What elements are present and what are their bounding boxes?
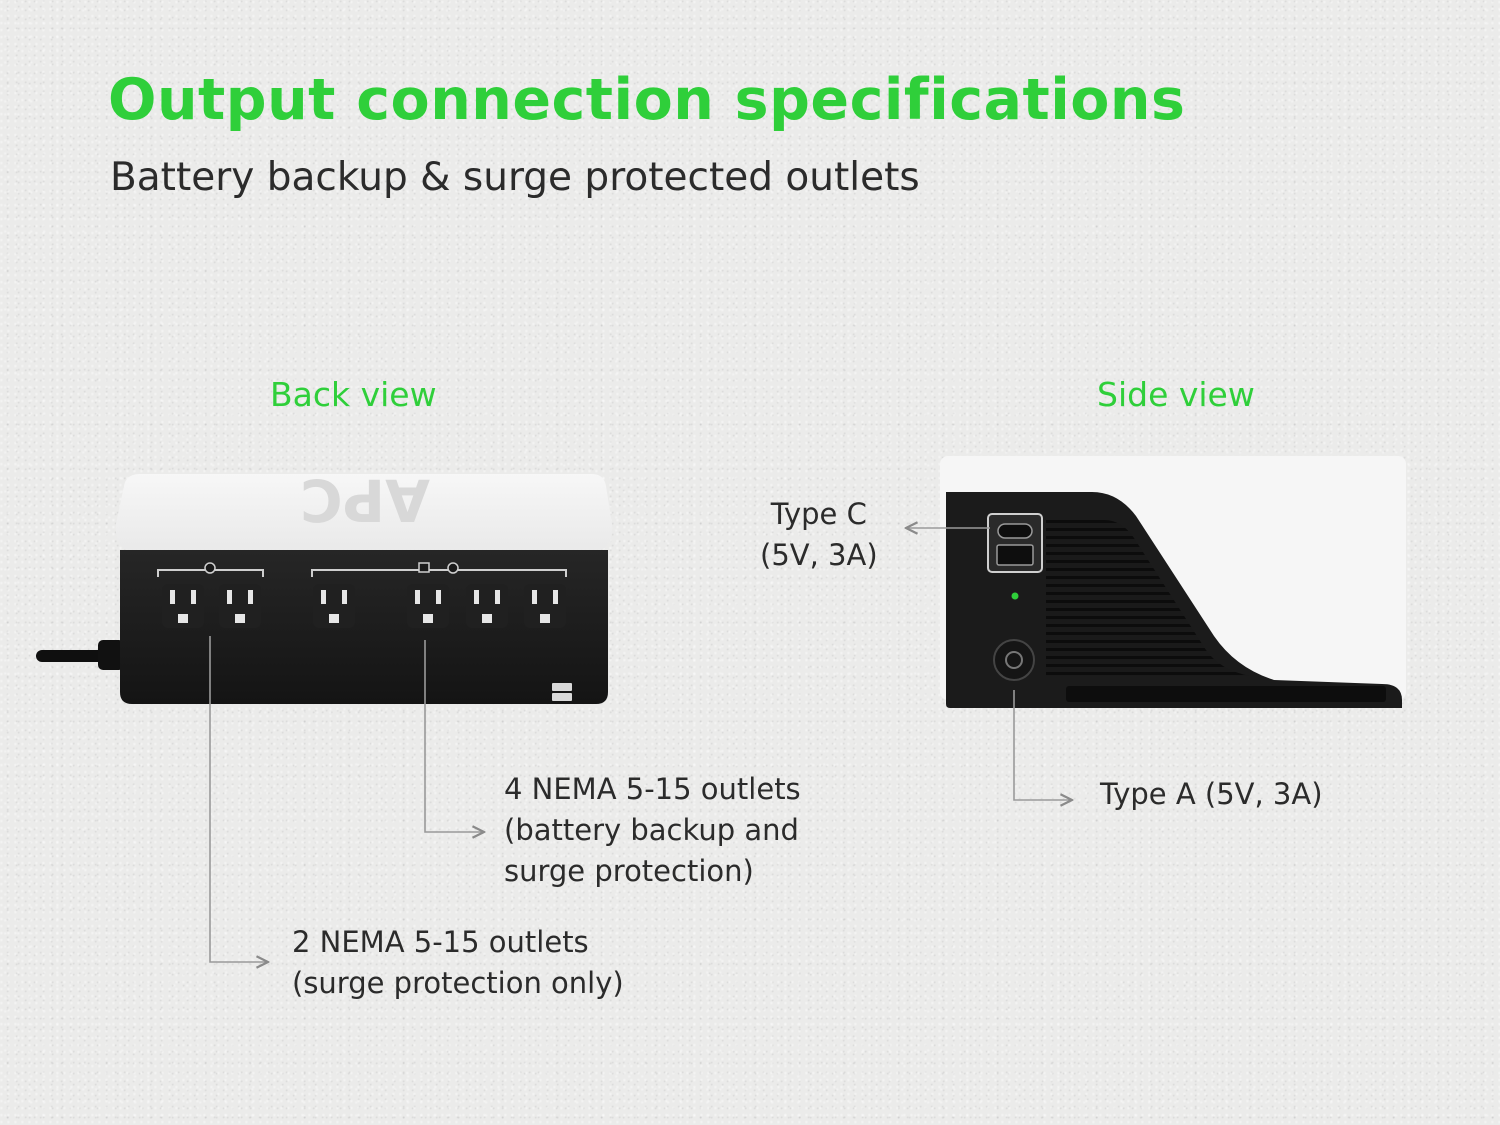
battery-outlet-bracket: [311, 569, 567, 577]
side-vent-grille: [1046, 520, 1250, 676]
side-bottom-foot: [1066, 686, 1386, 702]
surge-symbol-icon: [447, 562, 459, 574]
usb-a-port-icon: [552, 683, 572, 691]
power-button-icon: [993, 639, 1035, 681]
battery-symbol-icon: [418, 562, 430, 573]
callout-battery-line3: surge protection): [504, 854, 754, 888]
surge-symbol-icon: [204, 562, 216, 574]
page-title: Output connection specifications: [108, 67, 1186, 133]
callout-type-a: Type A (5V, 3A): [1100, 774, 1323, 815]
outlet-battery-1: [313, 584, 355, 628]
leader-lines: [209, 528, 1072, 962]
outlet-battery-3: [466, 584, 508, 628]
arrow-right-icon: [1013, 690, 1072, 800]
arrow-right-icon: [424, 640, 484, 832]
usb-a-port-icon: [996, 544, 1034, 566]
callout-type-a-line1: Type A (5V, 3A): [1100, 777, 1323, 811]
outlet-surge-1: [162, 584, 204, 628]
device-top-cover: [115, 474, 613, 552]
callout-type-c-line2: (5V, 3A): [760, 538, 878, 572]
callout-surge-line1: 2 NEMA 5-15 outlets: [292, 925, 589, 959]
callout-type-c: Type C (5V, 3A): [760, 494, 878, 576]
side-view-device: [940, 456, 1406, 708]
callout-type-c-line1: Type C: [770, 497, 867, 531]
usb-a-port-icon: [552, 693, 572, 701]
back-view-device: APC: [36, 466, 613, 704]
outlet-surge-2: [219, 584, 261, 628]
back-view-label: Back view: [270, 375, 437, 414]
arrow-right-icon: [209, 636, 268, 962]
side-view-label: Side view: [1097, 375, 1255, 414]
page-subtitle: Battery backup & surge protected outlets: [110, 155, 920, 200]
cord-strain-relief: [98, 640, 124, 670]
usb-c-port-icon: [997, 523, 1033, 539]
callout-battery-outlets: 4 NEMA 5-15 outlets (battery backup and …: [504, 769, 801, 892]
outlet-battery-2: [407, 584, 449, 628]
status-led-icon: [1011, 592, 1019, 600]
callout-surge-outlets: 2 NEMA 5-15 outlets (surge protection on…: [292, 922, 624, 1004]
callout-battery-line1: 4 NEMA 5-15 outlets: [504, 772, 801, 806]
outlet-battery-4: [524, 584, 566, 628]
callout-surge-line2: (surge protection only): [292, 966, 624, 1000]
device-logo: APC: [300, 466, 430, 534]
callout-battery-line2: (battery backup and: [504, 813, 799, 847]
